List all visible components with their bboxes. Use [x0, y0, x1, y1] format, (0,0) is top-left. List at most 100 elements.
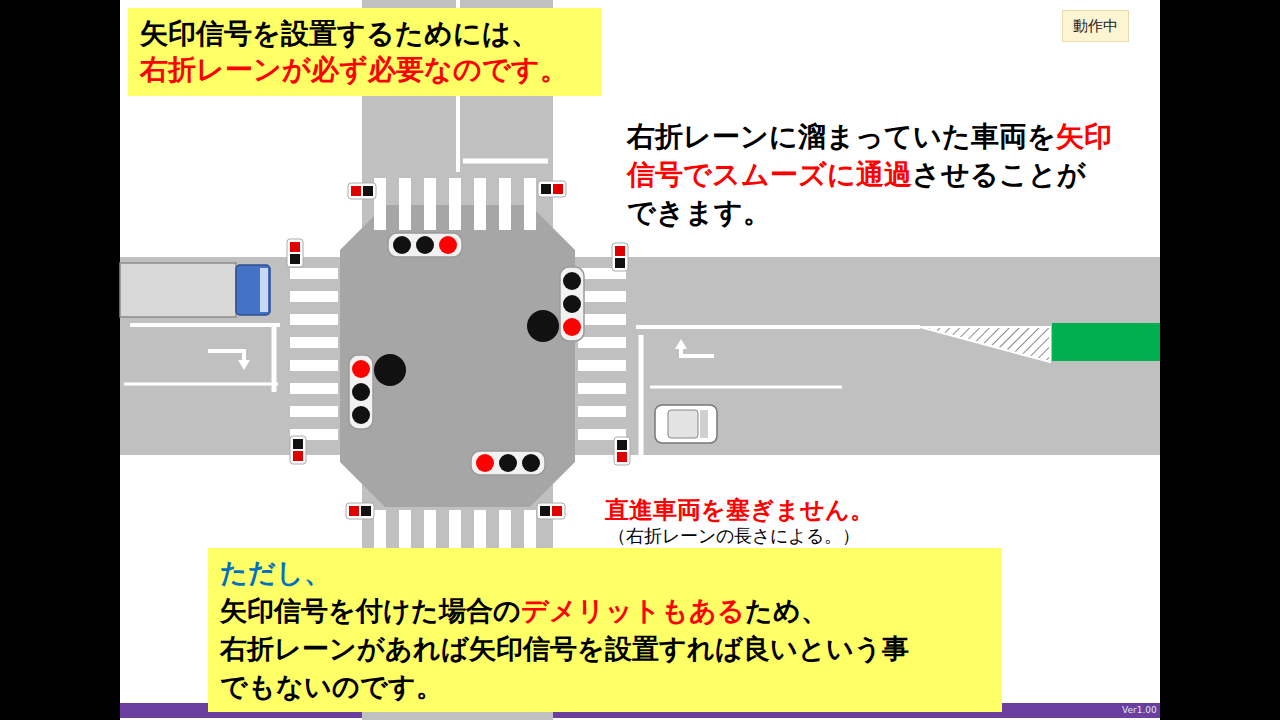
pedestrian-signal: [537, 503, 565, 519]
signal-pole: [527, 310, 559, 342]
stop-line: [463, 159, 548, 164]
signal-lamp: [563, 272, 581, 290]
signal-lamp: [615, 246, 625, 256]
box-text: 矢印信号を設置するためには、: [140, 16, 590, 52]
crosswalk-stripe: [424, 510, 436, 550]
box-text: 右折レーンがあれば矢印信号を設置すれば良いという事 でもないのです。: [220, 630, 920, 706]
stop-line: [272, 325, 277, 392]
signal-housing: [614, 437, 630, 465]
lane-line: [124, 383, 278, 386]
signal-lamp: [553, 184, 563, 194]
stop-line: [639, 335, 644, 455]
crosswalk-stripe: [499, 178, 511, 230]
signal-lamp: [522, 454, 540, 472]
crosswalk-stripe: [578, 337, 626, 348]
emphasis-text: 直進車両を塞ぎません。: [605, 496, 874, 524]
signal-lamp: [290, 242, 300, 252]
lane-line: [650, 386, 842, 389]
explanation-text: 右折レーンに溜まっていた車両を矢印信号でスムーズに通過させることができます。: [627, 118, 1112, 232]
box-text: 右折レーンが必ず必要なのです。: [140, 52, 590, 88]
vehicle-signal: [471, 451, 545, 475]
signal-lamp: [552, 506, 562, 516]
crosswalk-stripe: [399, 510, 411, 550]
heading-box: 矢印信号を設置するためには、右折レーンが必ず必要なのです。: [128, 8, 602, 96]
crosswalk-stripe: [399, 178, 411, 230]
signal-lamp: [541, 184, 551, 194]
center-line: [636, 325, 920, 329]
crosswalk-stripe: [290, 337, 338, 348]
slide-background: [120, 0, 1160, 720]
pedestrian-signal: [538, 181, 566, 197]
intersection: [340, 205, 575, 507]
crosswalk-stripe: [474, 510, 486, 550]
signal-lamp: [563, 295, 581, 313]
signal-lamp: [352, 360, 370, 378]
signal-lamp: [290, 254, 300, 264]
right-turn-arrow-head: [675, 339, 687, 349]
signal-lamp: [293, 451, 303, 461]
signal-housing: [612, 243, 628, 271]
signal-lamp: [293, 439, 303, 449]
crosswalk-stripe: [578, 291, 626, 302]
car-window: [700, 410, 708, 438]
pedestrian-signal: [287, 239, 303, 267]
signal-housing: [346, 503, 374, 519]
box-text: ただし、: [220, 554, 990, 592]
signal-housing: [290, 436, 306, 464]
signal-lamp: [617, 440, 627, 450]
crosswalk-stripe: [578, 360, 626, 371]
crosswalk-stripe: [578, 406, 626, 417]
vehicle-signal: [388, 233, 462, 257]
truck-cab: [236, 265, 270, 315]
signal-lamp: [349, 506, 359, 516]
crosswalk-stripe: [449, 510, 461, 550]
signal-housing: [537, 503, 565, 519]
signal-housing: [349, 355, 373, 429]
note-box: ただし、矢印信号を付けた場合のデメリットもあるため、右折レーンがあれば矢印信号を…: [208, 548, 1002, 712]
signal-lamp: [361, 506, 371, 516]
note-text: （右折レーンの長さによる。）: [608, 525, 860, 546]
signal-housing: [560, 267, 584, 341]
crosswalk-stripe: [474, 178, 486, 230]
crosswalk-stripe: [524, 510, 536, 550]
signal-lamp: [416, 236, 434, 254]
signal-pole: [374, 354, 406, 386]
crosswalk-stripe: [290, 406, 338, 417]
signal-lamp: [499, 454, 517, 472]
signal-housing: [538, 181, 566, 197]
pedestrian-signal: [614, 437, 630, 465]
signal-housing: [388, 233, 462, 257]
signal-housing: [287, 239, 303, 267]
crosswalk-stripe: [499, 510, 511, 550]
truck-trailer: [120, 263, 236, 317]
right-turn-arrow-head: [238, 360, 250, 370]
crosswalk-stripe: [449, 178, 461, 230]
signal-lamp: [540, 506, 550, 516]
signal-lamp: [352, 383, 370, 401]
pedestrian-signal: [290, 436, 306, 464]
signal-housing: [471, 451, 545, 475]
median-strip: [1052, 323, 1160, 361]
pedestrian-signal: [346, 503, 374, 519]
crosswalk-stripe: [578, 314, 626, 325]
crosswalk-stripe: [374, 510, 386, 550]
crosswalk-stripe: [290, 360, 338, 371]
crosswalk-stripe: [290, 383, 338, 394]
version-label: Ver1.00: [1122, 705, 1157, 716]
car-body: [655, 405, 717, 443]
signal-lamp: [351, 186, 361, 196]
crosswalk-stripe: [290, 314, 338, 325]
signal-lamp: [363, 186, 373, 196]
box-text: 動作中: [1073, 16, 1118, 36]
signal-housing: [348, 183, 376, 199]
car-roof: [668, 410, 698, 438]
crosswalk-stripe: [524, 178, 536, 230]
pedestrian-signal: [612, 243, 628, 271]
signal-lamp: [352, 406, 370, 424]
signal-lamp: [617, 452, 627, 462]
signal-lamp: [439, 236, 457, 254]
center-line: [130, 323, 280, 327]
vehicle-signal: [560, 267, 584, 341]
signal-lamp: [393, 236, 411, 254]
